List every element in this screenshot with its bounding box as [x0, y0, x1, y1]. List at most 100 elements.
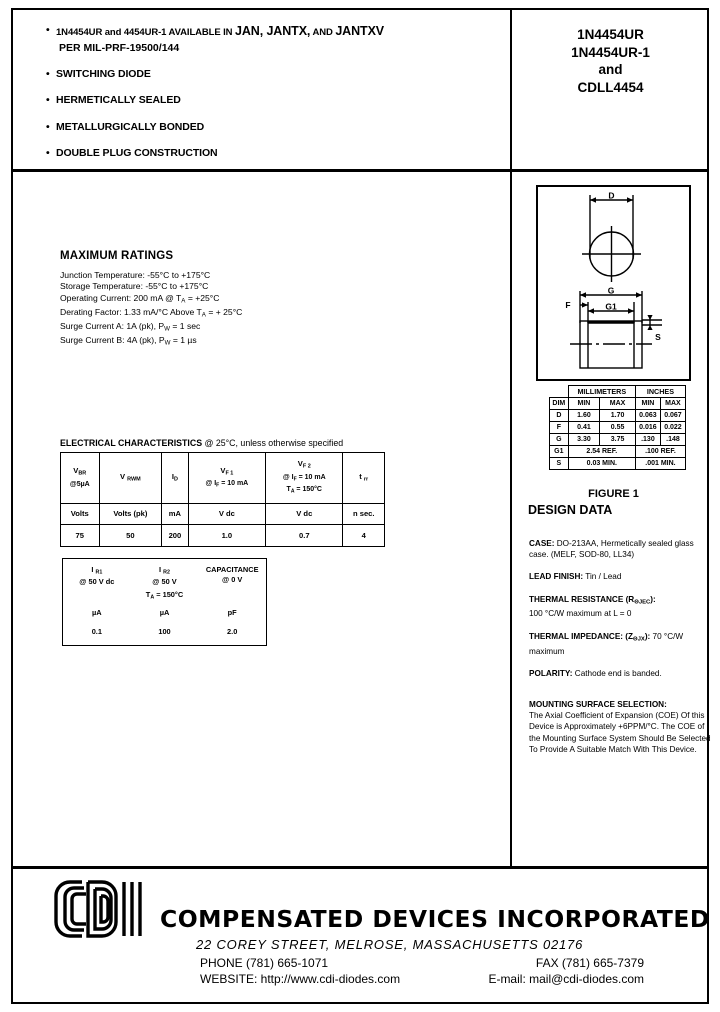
cdi-logo: [52, 878, 160, 945]
email-address[interactable]: E-mail: mail@cdi-diodes.com: [488, 972, 644, 986]
bullet-availability-jantxv: JANTXV: [335, 24, 385, 38]
dim-row-d-mm-max: 1.70: [599, 409, 636, 422]
design-data-thermal-imp-text: 70 °C/W maximum: [529, 631, 684, 656]
design-data-thermal-imp-label: THERMAL IMPEDANCE: (ZΘJX):: [529, 631, 650, 643]
dim-row-s-name: S: [549, 457, 569, 470]
leak-header-capacitance: CAPACITANCE@ 0 V: [205, 565, 259, 584]
ec-unit-trr: n sec.: [342, 503, 385, 525]
design-data-thermal-res-text: 100 °C/W maximum at L = 0: [529, 609, 632, 619]
dim-row-g-mm-min: 3.30: [567, 433, 601, 446]
dim-row-g-mm-max: 3.75: [599, 433, 636, 446]
header-divider-rule: [11, 169, 709, 172]
leak-value-ir1: 0.1: [91, 626, 102, 636]
bullet-availability-and: AND: [310, 27, 336, 38]
rating-surge-current-b: Surge Current B: 4A (pk), PW = 1 µs: [60, 335, 197, 347]
rating-storage-temperature: Storage Temperature: -55°C to +175°C: [60, 281, 209, 292]
dim-row-f-mm-max: 0.55: [599, 421, 636, 434]
dimension-label-s: S: [655, 332, 661, 342]
thermal-res-label-end: ):: [650, 594, 656, 604]
design-data-lead-label: LEAD FINISH:: [529, 572, 584, 582]
maximum-ratings-section: MAXIMUM RATINGS Junction Temperature: -5…: [60, 250, 242, 349]
ec-header-trr: t rr: [342, 452, 385, 504]
dimension-label-g: G: [608, 286, 615, 296]
ec-header-vrwm: V RWM: [98, 452, 163, 504]
figure-caption: FIGURE 1: [588, 488, 639, 500]
rating-junction-temperature: Junction Temperature: -55°C to +175°C: [60, 270, 211, 280]
design-data-heading: DESIGN DATA: [528, 503, 613, 517]
dimension-label-d: D: [608, 191, 614, 201]
bullet-item-metallurgically-bonded: METALLURGICALLY BONDED: [46, 121, 496, 133]
fax-number: FAX (781) 665-7379: [535, 956, 644, 970]
part-number-line-1: 1N4454UR: [577, 27, 644, 42]
table-row-values: 0.1 100 2.0: [63, 627, 266, 637]
dim-row-s-in: .001 MIN.: [634, 457, 687, 470]
thermal-imp-label-main: THERMAL IMPEDANCE: (Z: [529, 631, 634, 641]
table-row: G1 2.54 REF. .100 REF.: [549, 445, 687, 458]
part-number-title: 1N4454UR 1N4454UR-1 and CDLL4454: [512, 26, 709, 96]
dim-col-mm-max: MAX: [599, 397, 636, 410]
thermal-res-subscript: ΘJEC: [634, 599, 651, 606]
dim-row-g1-mm: 2.54 REF.: [567, 445, 636, 458]
ec-unit-id: mA: [161, 503, 189, 525]
package-drawing-svg: D: [565, 191, 662, 369]
design-data-thermal-impedance: THERMAL IMPEDANCE: (ZΘJX): 70 °C/W maxim…: [529, 631, 711, 657]
dim-row-g-in-max: .148: [659, 433, 687, 446]
leak-unit-capacitance: pF: [227, 607, 237, 617]
table-row-group-headers: MILLIMETERS INCHES: [550, 385, 687, 398]
contact-row-phone-fax: PHONE (781) 665-1071 FAX (781) 665-7379: [200, 955, 644, 971]
table-row-headers: VBR@5µA V RWM ID VF 1@ IF = 10 mA VF 2@ …: [60, 452, 385, 504]
table-row-column-headers: DIM MIN MAX MIN MAX: [549, 397, 687, 410]
electrical-characteristics-table: VBR@5µA V RWM ID VF 1@ IF = 10 mA VF 2@ …: [60, 452, 385, 547]
bullet-availability-jan: JAN, JANTX,: [235, 24, 311, 38]
table-row: S 0.03 MIN. .001 MIN.: [549, 457, 687, 470]
ec-title-bold: ELECTRICAL CHARACTERISTICS: [60, 438, 203, 448]
dim-row-g1-in: .100 REF.: [634, 445, 687, 458]
dim-row-g1-name: G1: [549, 445, 569, 458]
ec-value-id: 200: [161, 524, 189, 547]
leak-header-capacitance-label: CAPACITANCE: [205, 565, 259, 574]
package-dimension-table: MILLIMETERS INCHES DIM MIN MAX MIN MAX D…: [549, 385, 687, 470]
ec-unit-vbr: Volts: [60, 503, 100, 525]
dim-row-f-name: F: [549, 421, 569, 434]
design-data-lead-text: Tin / Lead: [583, 572, 622, 582]
thermal-res-label-main: THERMAL RESISTANCE (R: [529, 594, 635, 604]
table-row-units: µA µA pF: [63, 608, 266, 618]
ec-unit-vrwm: Volts (pk): [98, 503, 163, 525]
dim-row-g-in-min: .130: [634, 433, 661, 446]
leakage-capacitance-table: I R1@ 50 V dc I R2@ 50 V CAPACITANCE@ 0 …: [62, 558, 267, 646]
ec-unit-vf2: V dc: [265, 503, 344, 525]
design-data-mounting-surface: MOUNTING SURFACE SELECTION: The Axial Co…: [529, 699, 711, 755]
feature-bullet-list: 1N4454UR and 4454UR-1 AVAILABLE IN JAN, …: [46, 24, 496, 174]
bullet-item-double-plug: DOUBLE PLUG CONSTRUCTION: [46, 147, 496, 159]
bullet-item-switching-diode: SWITCHING DIODE: [46, 68, 496, 80]
part-number-line-2: 1N4454UR-1: [571, 44, 650, 60]
cdi-logo-svg: [54, 880, 142, 938]
footer-divider-rule: [11, 866, 709, 869]
part-number-line-4: CDLL4454: [577, 79, 644, 95]
website-url[interactable]: WEBSITE: http://www.cdi-diodes.com: [200, 972, 401, 986]
leak-value-capacitance: 2.0: [227, 626, 238, 636]
design-data-mounting-label: MOUNTING SURFACE SELECTION:: [529, 699, 667, 709]
leak-value-ir2: 100: [158, 626, 171, 636]
dim-row-d-mm-min: 1.60: [567, 409, 601, 422]
bullet-subline-milspec: PER MIL-PRF-19500/144: [59, 41, 180, 54]
thermal-imp-subscript: ΘJX: [633, 636, 645, 643]
phone-number: PHONE (781) 665-1071: [200, 956, 329, 970]
bullet-item-hermetically-sealed: HERMETICALLY SEALED: [46, 94, 496, 106]
dim-row-g-name: G: [549, 433, 569, 446]
table-row-values: 75 50 200 1.0 0.7 4: [60, 524, 385, 547]
ec-unit-vf1: V dc: [187, 503, 267, 525]
dimension-label-f: F: [565, 300, 570, 310]
ec-value-vbr: 75: [60, 524, 100, 547]
electrical-characteristics-title: ELECTRICAL CHARACTERISTICS @ 25°C, unles…: [60, 438, 343, 448]
bullet-availability-pre: 1N4454UR and 4454UR-1 AVAILABLE IN: [56, 27, 235, 38]
contact-info: PHONE (781) 665-1071 FAX (781) 665-7379 …: [200, 955, 644, 987]
dimension-label-g1: G1: [605, 302, 617, 312]
dim-col-dim: DIM: [549, 397, 569, 410]
dim-row-f-in-min: 0.016: [634, 421, 661, 434]
leak-header-ir2: I R2@ 50 V: [152, 565, 177, 587]
ec-value-vrwm: 50: [98, 524, 163, 547]
leak-header-ir1: I R1@ 50 V dc: [79, 565, 115, 587]
